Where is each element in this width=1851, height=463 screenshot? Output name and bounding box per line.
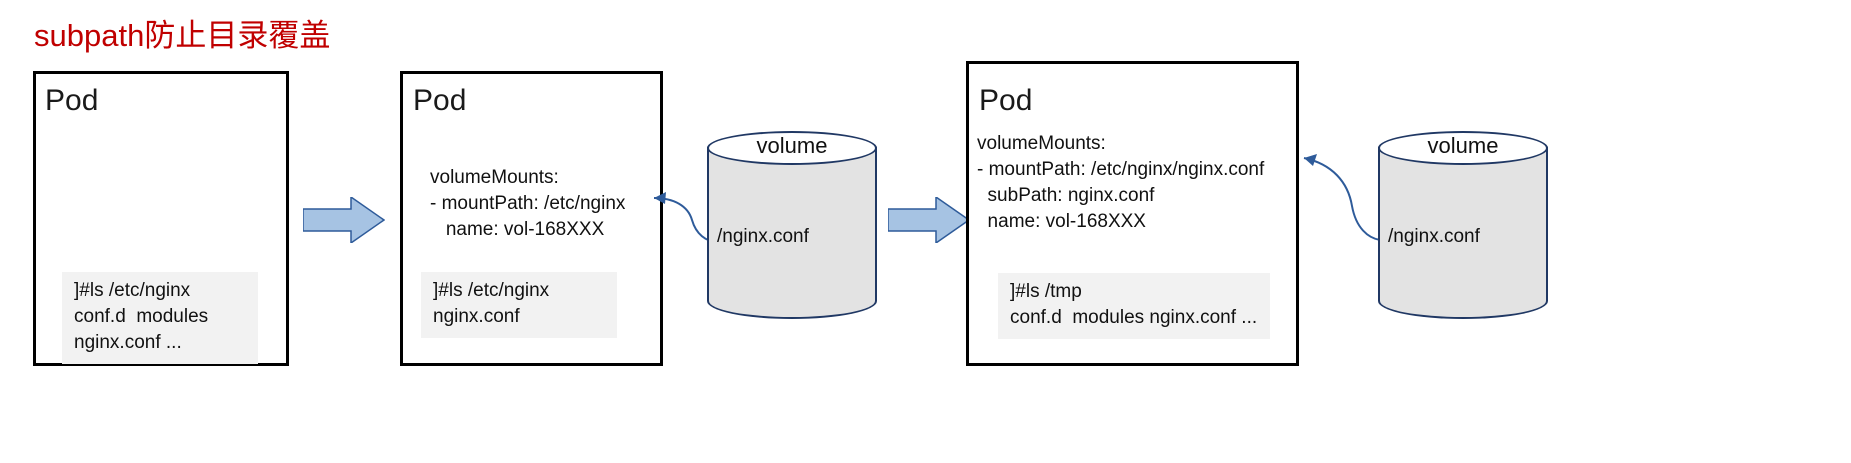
connector-2 xyxy=(1290,148,1382,253)
pod-2-terminal: ]#ls /etc/nginx nginx.conf xyxy=(421,272,617,338)
volume-1-label: volume xyxy=(756,133,828,158)
pod-1-terminal: ]#ls /etc/nginx conf.d modules nginx.con… xyxy=(62,272,258,364)
page-title: subpath防止目录覆盖 xyxy=(34,18,331,53)
volume-1-body xyxy=(707,147,877,319)
arrow-2 xyxy=(887,195,971,248)
volume-2-top xyxy=(1378,131,1548,165)
volume-1-top xyxy=(707,131,877,165)
volume-2-body xyxy=(1378,147,1548,319)
volume-2-content: /nginx.conf xyxy=(1388,226,1480,247)
pod-2-label: Pod xyxy=(413,84,467,117)
pod-3-label: Pod xyxy=(979,84,1033,117)
pod-2-spec: volumeMounts: - mountPath: /etc/nginx na… xyxy=(430,167,626,240)
pod-3-spec: volumeMounts: - mountPath: /etc/nginx/ng… xyxy=(977,133,1265,232)
volume-2: volume /nginx.conf xyxy=(1378,131,1548,336)
volume-2-label: volume xyxy=(1427,133,1499,158)
volume-1: volume /nginx.conf xyxy=(707,131,877,336)
arrow-1 xyxy=(302,195,386,248)
volume-1-content: /nginx.conf xyxy=(717,226,809,247)
pod-3-terminal: ]#ls /tmp conf.d modules nginx.conf ... xyxy=(998,273,1270,339)
pod-1-label: Pod xyxy=(45,84,99,117)
